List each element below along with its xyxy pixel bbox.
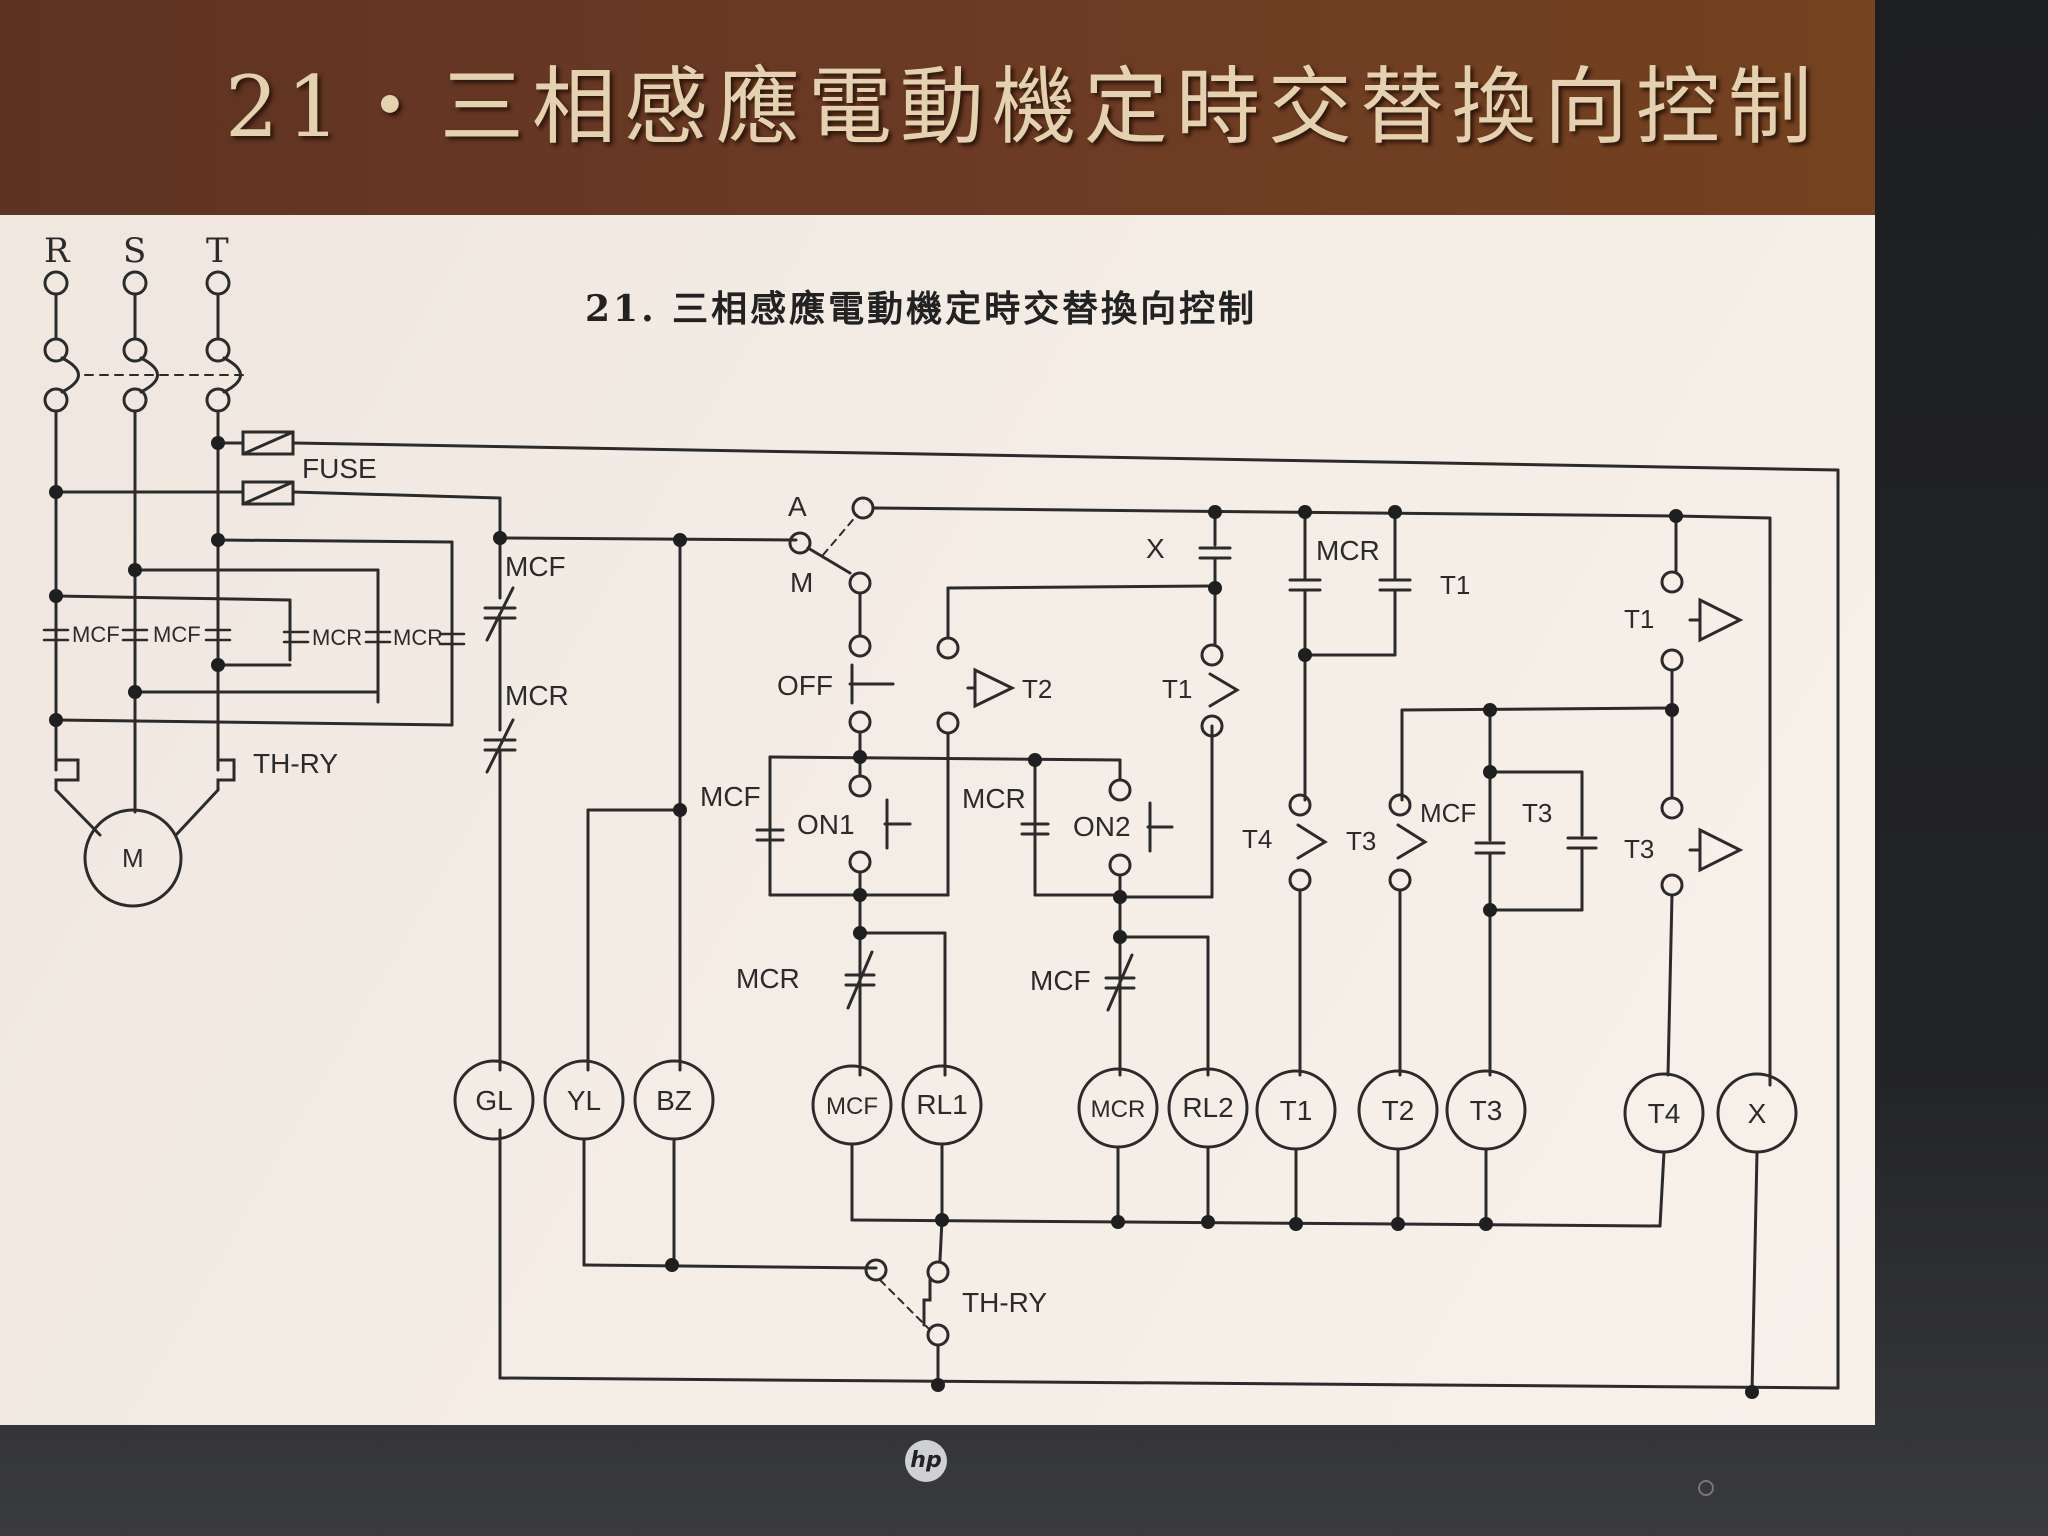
coil-yl: YL: [567, 1085, 601, 1116]
coil-t4: T4: [1648, 1098, 1681, 1129]
mcf-t3-label: MCF: [1420, 798, 1476, 828]
t3-right-label: T3: [1624, 834, 1654, 864]
motor-label: M: [122, 843, 144, 873]
power-contact-label-4: MCR: [393, 625, 443, 650]
t2-contact-label: T2: [1022, 674, 1052, 704]
slide-title: 21・三相感應電動機定時交替換向控制: [225, 58, 1820, 156]
phase-label-r: R: [44, 231, 71, 271]
coil-x: X: [1748, 1098, 1767, 1129]
mcf-holding-label: MCF: [700, 781, 761, 812]
mcr-contact-label: MCR: [1316, 535, 1380, 566]
power-contact-label-2: MCF: [153, 622, 201, 647]
coil-t3: T3: [1470, 1095, 1503, 1126]
coil-gl: GL: [475, 1085, 512, 1116]
presentation-slide: 21・三相感應電動機定時交替換向控制 21. 三相感應電動機定時交替換向控制: [0, 0, 1875, 1425]
power-contact-label-1: MCF: [72, 622, 120, 647]
coil-t1: T1: [1280, 1095, 1313, 1126]
t1-nc-label: T1: [1162, 674, 1192, 704]
t3-nc-label: T3: [1346, 826, 1376, 856]
coil-mcf: MCF: [826, 1093, 878, 1120]
mcr-nc-label: MCR: [505, 680, 569, 711]
power-terminals: [43, 270, 249, 413]
t4-contact-label: T4: [1242, 824, 1272, 854]
mcr-interlock-label: MCR: [736, 963, 800, 994]
coil-mcr: MCR: [1091, 1096, 1146, 1123]
on1-button-label: ON1: [797, 809, 855, 840]
coil-rl2: RL2: [1182, 1092, 1233, 1123]
mcf-nc-label: MCF: [505, 551, 566, 582]
on2-button-label: ON2: [1073, 811, 1131, 842]
mcf-interlock-label: MCF: [1030, 965, 1091, 996]
selector-manual-label: M: [790, 567, 813, 598]
thermal-relay-label-control: TH-RY: [962, 1287, 1047, 1318]
control-circuit-diagram: R S T FUSE MCF MCF MCR MCR TH-RY M MCF M…: [43, 231, 1767, 1399]
phase-label-s: S: [123, 231, 146, 271]
mcr-holding-label: MCR: [962, 783, 1026, 814]
t1-right-label: T1: [1624, 604, 1654, 634]
coil-rl1: RL1: [916, 1089, 967, 1120]
power-indicator-icon: [1698, 1480, 1714, 1496]
power-contact-label-3: MCR: [312, 625, 362, 650]
x-contact-label: X: [1146, 533, 1165, 564]
selector-auto-label: A: [788, 491, 807, 522]
fuse-1: [241, 430, 295, 456]
hp-logo: hp: [905, 1440, 947, 1482]
fuse-2: [241, 480, 295, 506]
t3-parallel-label: T3: [1522, 798, 1552, 828]
coil-t2: T2: [1382, 1095, 1415, 1126]
slide-title-bar: 21・三相感應電動機定時交替換向控制: [0, 0, 1875, 215]
phase-label-t: T: [206, 231, 229, 271]
thermal-relay-label-power: TH-RY: [253, 748, 338, 779]
coil-bz: BZ: [656, 1085, 692, 1116]
off-button-label: OFF: [777, 670, 833, 701]
fuse-label: FUSE: [302, 453, 377, 484]
diagram-caption: 21. 三相感應電動機定時交替換向控制: [585, 288, 1258, 330]
motor-symbol: [83, 808, 183, 908]
t1-contact-label: T1: [1440, 570, 1470, 600]
selector-switch: [788, 496, 875, 595]
